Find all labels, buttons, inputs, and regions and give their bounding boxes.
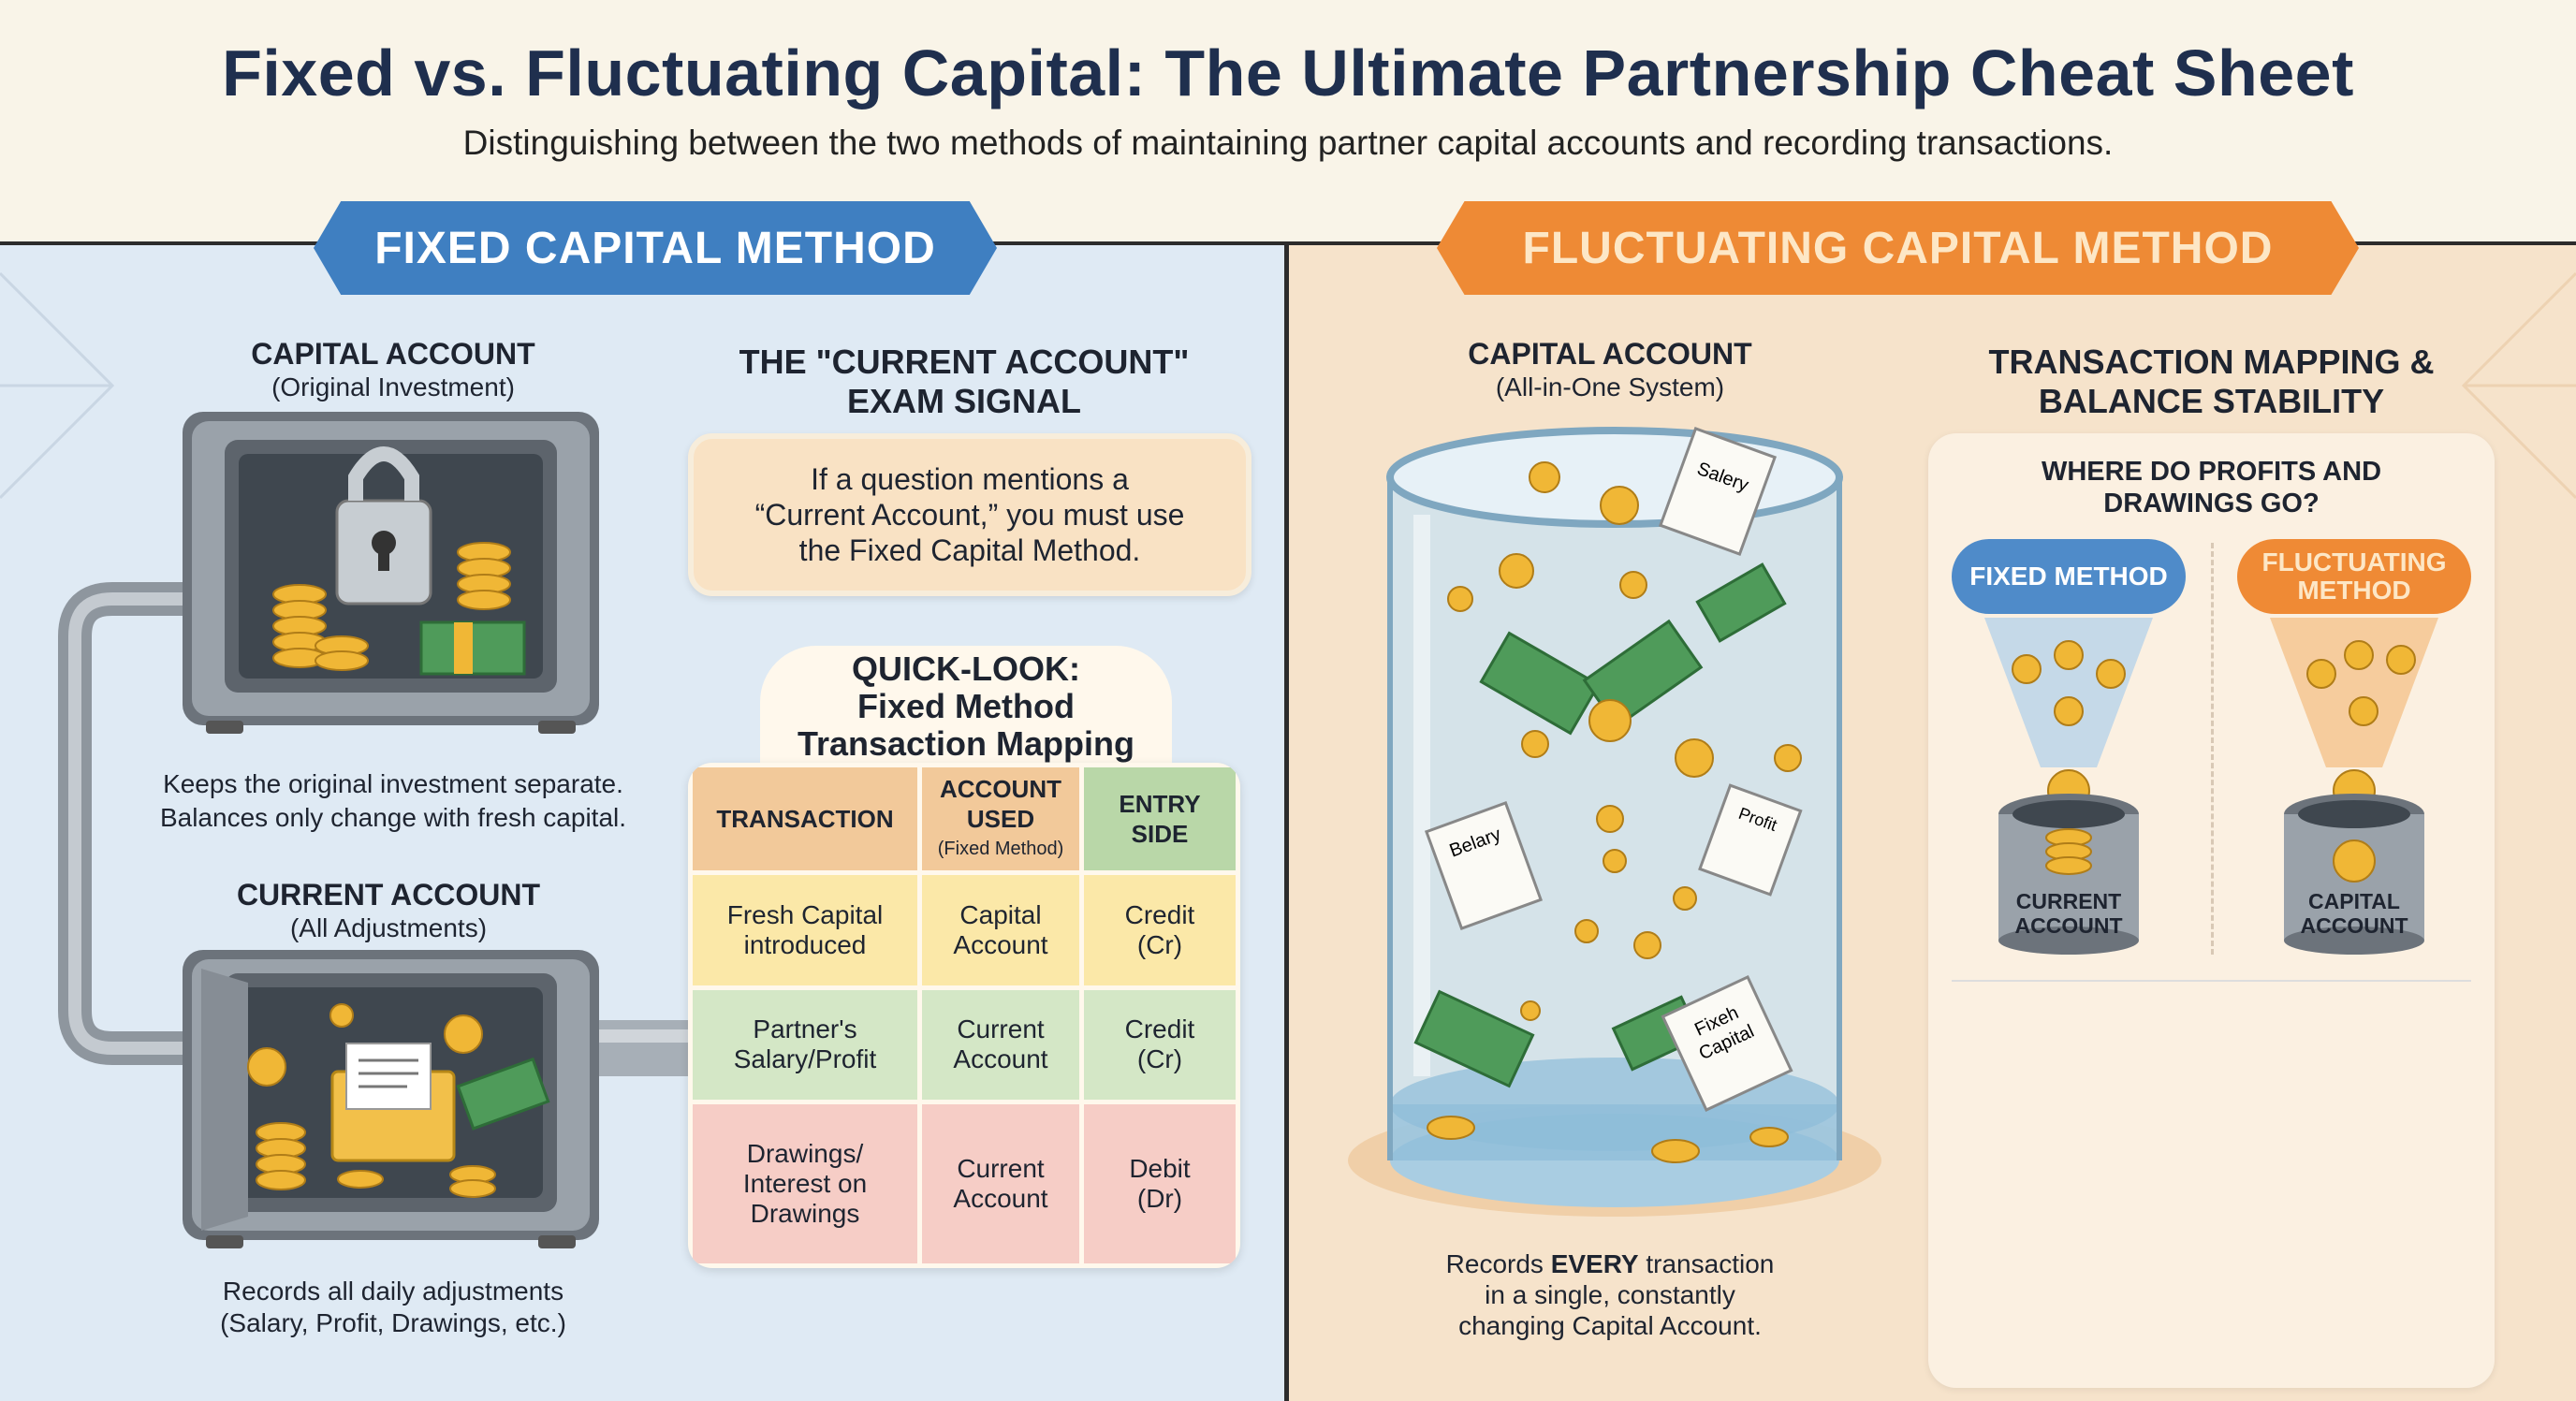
signal-box: If a question mentions a “Current Accoun… [688,433,1251,596]
cell-text: Drawings [750,1199,860,1229]
signal-line-2: “Current Account,” you must use [754,498,1185,532]
cell-text: (Cr) [1136,1044,1183,1074]
fixed-capital-caption-2: Balances only change with fresh capital. [159,803,627,832]
cell-entry: Debit(Dr) [1084,1104,1236,1263]
cell-text: Current [957,1014,1045,1044]
quicklook-line-3: Transaction Mapping [797,724,1135,763]
cell-text: Debit [1129,1154,1191,1184]
quicklook-line-1: QUICK-LOOK: [852,649,1080,688]
fixed-capital-caption-1: Keeps the original investment separate. [163,769,623,798]
cell-text: Partner's [753,1014,857,1044]
fluct-caption-2: in a single, constantly [1485,1280,1735,1309]
current-account-caption-2: (Salary, Profit, Drawings, etc.) [220,1308,566,1337]
cell-entry: Credit(Cr) [1084,989,1236,1101]
fluct-dest-line-2: ACCOUNT [2300,913,2408,938]
pill-line-1: FLUCTUATING [2261,547,2447,576]
cell-text: Account [953,1184,1048,1214]
caption-post: transaction [1638,1249,1775,1278]
quicklook-line-2: Fixed Method [857,687,1075,725]
fluctuating-banner: FLUCTUATING CAPITAL METHOD [1437,201,2359,295]
transaction-table: TRANSACTION ACCOUNT USED (Fixed Method) … [688,763,1240,1268]
fluctuating-funnel-icon [2270,618,2438,955]
fluct-capital-subtitle: (All-in-One System) [1495,372,1725,401]
glass-jar-icon: Salery Belary Profit Fixeh Capital [1348,427,1881,1217]
cell-text: Salary/Profit [733,1044,877,1074]
header-transaction: TRANSACTION [693,767,917,870]
cell-text: Account [953,1044,1048,1074]
table-header-row: TRANSACTION ACCOUNT USED (Fixed Method) … [693,767,1236,870]
cell-text: Fresh Capital [726,899,884,929]
fluct-caption-3: changing Capital Account. [1458,1311,1762,1340]
fixed-capital-subtitle: (Original Investment) [271,372,515,401]
signal-title-1: THE "CURRENT ACCOUNT" [739,343,1190,381]
mapping-title-2: BALANCE STABILITY [2038,382,2385,420]
page-subtitle: Distinguishing between the two methods o… [462,124,2114,162]
cell-text: introduced [743,929,867,959]
header-account-used-label: ACCOUNT USED [940,775,1061,833]
current-account-caption-1: Records all daily adjustments [222,1277,564,1306]
cell-text: (Dr) [1136,1184,1183,1214]
cell-text: Account [953,929,1048,959]
fixed-dest-line-1: CURRENT [2015,889,2122,913]
mapping-title-1: TRANSACTION MAPPING & [1988,343,2435,381]
header-entry-side: ENTRY SIDE [1084,767,1236,870]
fixed-dest-line-2: ACCOUNT [2014,913,2123,938]
fluct-caption-1: Records EVERY transaction [1376,1248,1844,1281]
current-safe-icon [183,950,599,1248]
mapping-rule [1952,980,2471,982]
mapping-question-1: WHERE DO PROFITS AND [2041,457,2382,487]
caption-pre: Records [1445,1249,1551,1278]
cell-entry: Credit(Cr) [1084,875,1236,985]
cell-text: Credit [1124,899,1195,929]
mapping-question-2: DRAWINGS GO? [2103,489,2320,518]
panel-divider [1284,243,1289,1401]
pill-line-2: METHOD [2297,576,2411,605]
signal-line-3: the Fixed Capital Method. [798,533,1141,567]
cell-text: Interest on [742,1169,868,1199]
capital-safe-icon [183,412,599,734]
mapping-divider [2211,543,2214,955]
header-account-used-note: (Fixed Method) [937,839,1064,859]
fixed-banner: FIXED CAPITAL METHOD [314,201,997,295]
caption-bold: EVERY [1550,1249,1639,1278]
signal-line-1: If a question mentions a [811,462,1129,496]
decorative-lines-right [2461,271,2576,500]
cell-text: (Cr) [1136,929,1183,959]
fluct-capital-title: CAPITAL ACCOUNT [1468,337,1752,371]
fluctuating-method-pill: FLUCTUATING METHOD [2237,539,2471,614]
page-title: Fixed vs. Fluctuating Capital: The Ultim… [222,36,2354,109]
current-account-title: CURRENT ACCOUNT [236,878,541,912]
cell-text: Drawings/ [746,1139,864,1169]
fluct-dest-line-1: CAPITAL [2308,889,2400,913]
signal-title-2: EXAM SIGNAL [846,382,1081,420]
cell-text: Credit [1124,1014,1195,1044]
cell-text: Capital [959,899,1042,929]
current-account-subtitle: (All Adjustments) [289,913,488,942]
decorative-lines-left [0,271,115,500]
fixed-funnel-icon [1984,618,2153,955]
pipe-illustration [58,582,711,1076]
cell-text: Current [957,1154,1045,1184]
fixed-method-pill: FIXED METHOD [1952,539,2186,614]
header-account-used: ACCOUNT USED (Fixed Method) [922,767,1079,870]
fixed-capital-title: CAPITAL ACCOUNT [251,337,535,371]
